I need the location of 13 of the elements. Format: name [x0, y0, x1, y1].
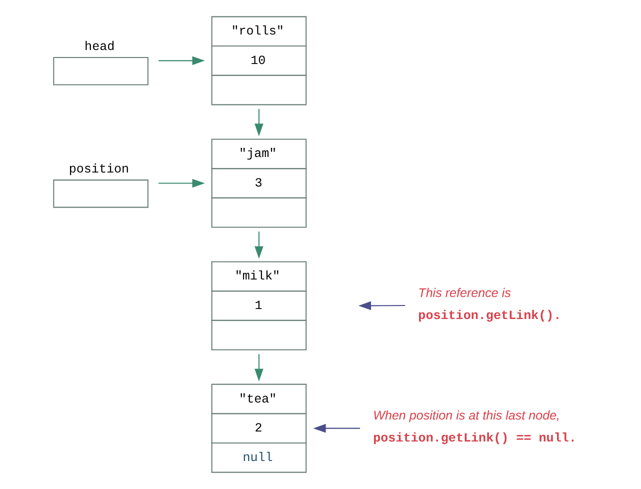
node-text: This reference is position.getLink(). — [418, 286, 562, 323]
node-label: head — [84, 40, 115, 54]
arrow — [358, 301, 406, 310]
node-box — [53, 180, 148, 208]
node-text: When position is at this last node, position.getLink() == null. — [373, 408, 576, 446]
node-box — [53, 57, 148, 86]
arrow — [158, 178, 205, 188]
arrow — [254, 232, 264, 259]
arrow — [313, 424, 360, 433]
arrow — [254, 354, 264, 382]
arrow — [254, 108, 264, 136]
node-label: position — [68, 162, 130, 176]
arrow — [158, 56, 205, 66]
